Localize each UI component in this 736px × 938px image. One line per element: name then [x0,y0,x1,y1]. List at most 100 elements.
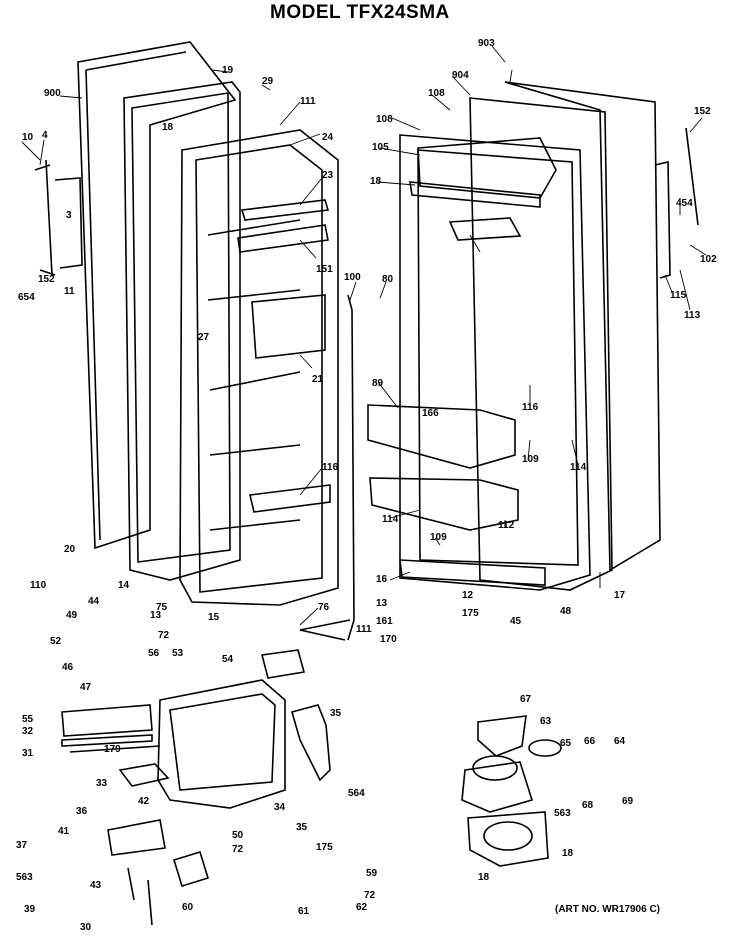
callout-13: 13 [150,610,162,621]
callout-72: 72 [364,890,376,901]
dairy-shelf-105 [409,181,541,208]
callout-904: 904 [452,70,469,81]
callout-564: 564 [348,788,365,799]
left-door-outer-panel-edge [85,51,187,541]
callout-76: 76 [318,602,330,613]
callout-55: 55 [22,714,34,725]
callout-60: 60 [182,902,194,913]
shelf-23 [237,224,329,253]
liner-bins [207,219,301,531]
callout-113: 113 [684,310,701,321]
callout-102: 102 [700,254,717,265]
callout-54: 54 [222,654,234,665]
lever-43 [147,879,153,926]
callout-18: 18 [370,176,382,187]
left-door-liner [179,129,339,606]
left-door-outer-panel [77,41,237,550]
callout-152: 152 [38,274,55,285]
left-door-liner-inner [195,144,323,593]
callout-31: 31 [22,748,34,759]
callout-100: 100 [344,272,361,283]
callout-900: 900 [44,88,61,99]
callout-35: 35 [296,822,308,833]
actuator-39 [173,851,209,887]
callout-11: 11 [64,286,75,297]
right-door-liner-inner [417,149,579,566]
callout-654: 654 [18,292,35,303]
housing-68 [461,761,534,813]
callout-89: 89 [372,378,384,389]
callout-114: 114 [570,462,587,473]
callout-111: 111 [300,96,316,107]
callout-29: 29 [262,76,274,87]
callout-3: 3 [66,210,72,221]
callout-454: 454 [676,198,693,209]
dairy-door-108 [417,137,557,199]
callout-65: 65 [560,738,572,749]
callout-48: 48 [560,606,572,617]
callout-44: 44 [88,596,100,607]
leader-lines [21,45,707,626]
callout-30: 30 [80,922,92,933]
cover-53 [61,704,153,737]
callout-52: 52 [50,636,62,647]
callout-34: 34 [274,802,286,813]
dispenser-housing-inner [169,693,276,791]
right-door-liner [399,134,591,591]
callout-19: 19 [222,65,234,76]
callout-109: 109 [430,532,447,543]
callout-53: 53 [172,648,184,659]
callout-10: 10 [22,132,34,143]
callout-109: 109 [522,454,539,465]
motor-56 [260,649,306,679]
callout-108: 108 [428,88,445,99]
callout-27: 27 [198,332,210,343]
bar-55 [61,734,153,747]
callout-115: 115 [670,290,687,301]
callout-50: 50 [232,830,244,841]
right-door-gasket [469,97,613,591]
disc-62 [528,739,562,757]
callout-72: 72 [232,844,244,855]
callout-179: 179 [104,744,121,755]
callout-563: 563 [16,872,33,883]
callout-75: 75 [156,602,168,613]
hinge-rod-18 [685,127,699,226]
drip-tray-31 [118,763,170,787]
callout-152: 152 [694,106,711,117]
left-door-gasket-inner [131,92,231,563]
callout-110: 110 [30,580,47,591]
callout-59: 59 [366,868,378,879]
callout-170: 170 [380,634,397,645]
callout-903: 903 [478,38,495,49]
callout-166: 166 [422,408,439,419]
callout-18: 18 [478,872,490,883]
callout-46: 46 [62,662,74,673]
tray-69-inner [483,821,533,851]
callout-32: 32 [22,726,34,737]
left-door-gasket [123,81,241,581]
callout-33: 33 [96,778,108,789]
callout-18: 18 [162,122,174,133]
callout-41: 41 [58,826,70,837]
callout-114: 114 [382,514,399,525]
shelf-24 [240,199,330,221]
callout-15: 15 [208,612,220,623]
callout-20: 20 [64,544,76,555]
callout-18: 18 [562,848,574,859]
handle-11 [54,177,83,269]
callout-175: 175 [316,842,333,853]
shelf-27 [251,294,326,359]
shelf-21 [249,484,331,513]
callout-69: 69 [622,796,634,807]
page-title: MODEL TFX24SMA [270,2,450,23]
callout-64: 64 [614,736,626,747]
callout-116: 116 [522,402,539,413]
butter-tray-110 [448,217,522,241]
callout-108: 108 [376,114,393,125]
lever-60 [291,704,331,782]
dispenser-housing [157,679,286,809]
